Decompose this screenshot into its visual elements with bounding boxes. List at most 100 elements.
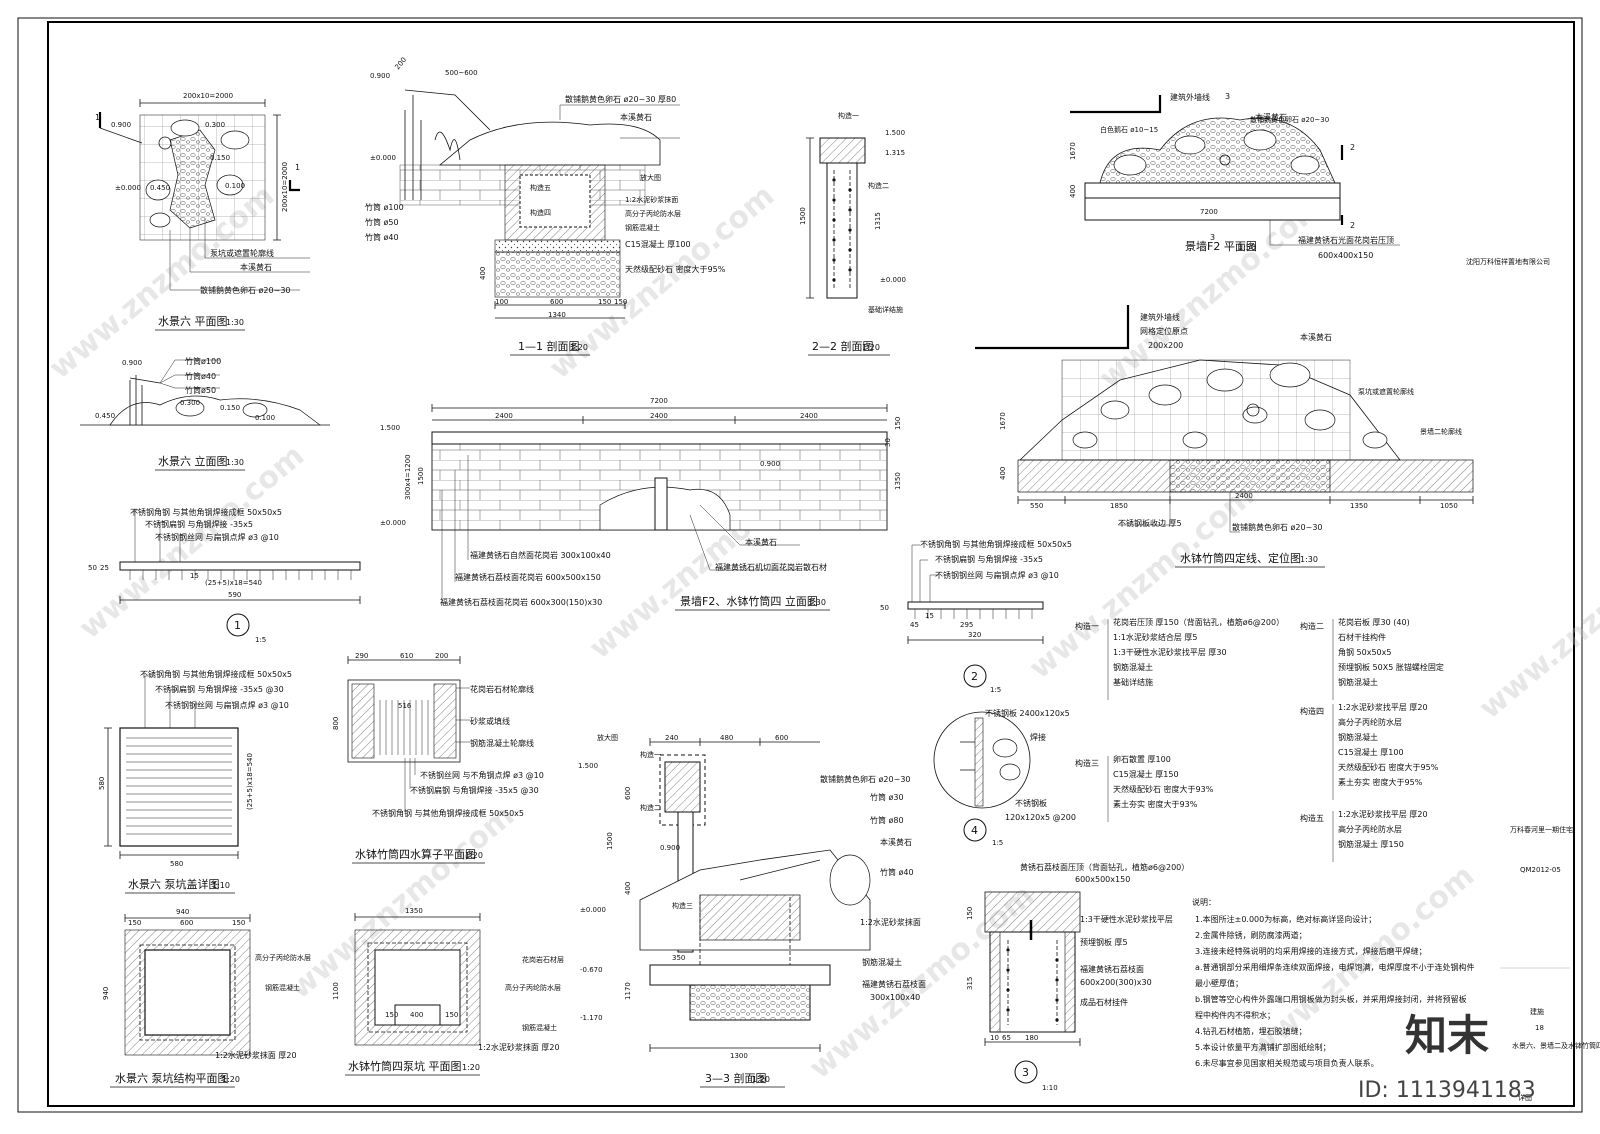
dim-label: 590	[228, 591, 241, 599]
note-line: 3.连接未经特殊说明的均采用焊接的连接方式，焊接后磨平焊缝；	[1195, 946, 1427, 956]
dim-label: 940	[102, 987, 110, 1000]
view-scale: 1:10	[1042, 1084, 1058, 1092]
dim-label: 180	[1025, 1034, 1038, 1042]
level-mark: 0.150	[220, 404, 240, 412]
leader-label: 构造一	[640, 750, 661, 759]
view-scale: 1:5	[992, 839, 1003, 847]
leader-label: 福建黄锈石荔枝面	[862, 979, 926, 989]
leader-label: 竹筒 ø40	[365, 232, 399, 242]
level-mark: 0.100	[255, 414, 275, 422]
dim-label: 1100	[332, 982, 340, 1000]
dim-label: 610	[400, 652, 413, 660]
note-line: 程中构件内不得积水；	[1195, 1010, 1275, 1020]
company-name: 沈阳万科恒祥置地有限公司	[1466, 257, 1550, 266]
dim-label: 1350	[894, 472, 902, 490]
note-line: 4.钻孔石材植筋，埋石胶填缝；	[1195, 1026, 1307, 1036]
note-line: a.普通钢部分采用细焊条连续双面焊接，电焊饱满，电焊厚度不小于连处钢构件	[1195, 962, 1474, 972]
dim-label: 600	[180, 919, 193, 927]
level-mark: 1.500	[885, 129, 905, 137]
dim-label: 2400	[495, 412, 513, 420]
construction-item: 1:1水泥砂浆结合层 厚5	[1113, 632, 1198, 642]
leader-label: 竹筒 ø100	[365, 202, 404, 212]
leader-label: 泵坑或遮置轮廓线	[210, 248, 274, 258]
leader-label: 放大图	[597, 733, 618, 742]
dim-label: 1300	[730, 1052, 748, 1060]
note-line: 2.金属件除锈，刷防腐漆两道；	[1195, 930, 1307, 940]
svg-text:3: 3	[1225, 92, 1230, 101]
dim-label: 400	[1069, 185, 1077, 198]
dim-label: 350	[672, 954, 685, 962]
leader-label: 花岗岩石材轮廓线	[470, 684, 534, 694]
dim-label: 15	[190, 572, 199, 580]
leader-label: 不锈钢板 2400x120x5	[985, 708, 1070, 718]
leader-label: 本溪黄石	[745, 537, 777, 547]
construction-name: 构造五	[1300, 813, 1324, 823]
view-scale: 1:30	[1300, 555, 1318, 564]
view-scale: 1:20	[222, 1075, 240, 1084]
level-mark: 0.900	[660, 844, 680, 852]
view-scale: 1:30	[226, 318, 244, 327]
view-title: 水景六 泵坑盖详图	[128, 877, 220, 891]
dim-label: 200x10=2000	[183, 92, 233, 100]
view-title: 景墙F2、水钵竹筒四 立面图	[680, 594, 818, 608]
leader-label: 600x200(300)x30	[1080, 978, 1152, 987]
construction-item: 花岗岩板 厚30 (40)	[1338, 617, 1410, 627]
leader-label: 不锈钢板收边 厚5	[1118, 518, 1182, 528]
view-title: 水景六 泵坑结构平面图	[115, 1071, 229, 1085]
leader-label: 本溪黄石	[240, 262, 272, 272]
leader-label: 竹筒 ø30	[870, 792, 904, 802]
dim-label: 290	[355, 652, 368, 660]
leader-label: 福建黄锈石机切面花岗岩散石材	[715, 562, 827, 572]
construction-name: 构造三	[1075, 758, 1099, 768]
sheet-label: 建施	[1530, 1007, 1544, 1016]
view-scale: 1:30	[226, 458, 244, 467]
leader-label: 竹筒ø50	[185, 385, 216, 395]
detail-number: 3	[1022, 1066, 1029, 1079]
leader-label: 不锈钢扁钢 与角钢焊接 -35x5 @30	[155, 684, 284, 694]
dim-label: 400	[624, 882, 632, 895]
dim-label: 200	[435, 652, 448, 660]
watermark-text: www.znzmo.com	[1473, 518, 1600, 726]
view-title: 水景六 平面图	[158, 315, 228, 328]
leader-label: 不锈钢钢丝网 与扁钢点焊 ø3 @10	[165, 700, 289, 710]
dim-label: 1500	[799, 207, 807, 225]
dim-label: 240	[665, 734, 678, 742]
view-detail2: 不锈钢角钢 与其他角钢焊接成框 50x50x5 不锈钢扁钢 与角钢焊接 -35x…	[880, 539, 1072, 694]
leader-label: 竹筒 ø50	[365, 217, 399, 227]
dim-label: 10	[990, 1034, 999, 1042]
dim-label: 1315	[874, 212, 882, 230]
construction-item: 1:3干硬性水泥砂浆找平层 厚30	[1113, 647, 1227, 657]
leader-label: 福建黄锈石荔枝面花岗岩 600x300(150)x30	[440, 597, 602, 607]
notes-heading: 说明：	[1192, 897, 1216, 907]
view-plan6: 200x10=2000 200x10=2000 1 1 0.900 ±0.000…	[95, 92, 310, 331]
dim-label: 2400	[1235, 492, 1253, 500]
level-mark: 0.900	[111, 121, 131, 129]
construction-item: 预埋钢板 50X5 胀锚螺栓固定	[1338, 662, 1444, 672]
dim-label: 300x4=1200	[404, 454, 412, 500]
construction-name: 构造二	[1300, 621, 1324, 631]
leader-label: 高分子丙纶防水层	[625, 209, 681, 218]
view-detail1: 不锈钢角钢 与其他角钢焊接成框 50x50x5 不锈钢扁钢 与角钢焊接 -35x…	[88, 507, 361, 644]
view-detail4: 不锈钢板 2400x120x5 焊接 不锈钢板 120x120x5 @200 4…	[933, 708, 1076, 847]
dim-label: 1170	[624, 982, 632, 1000]
detail-number: 4	[971, 824, 978, 837]
leader-label: 构造二	[868, 181, 889, 190]
view-title: 水钵竹筒四泵坑 平面图	[348, 1059, 462, 1073]
leader-label: 构造三	[672, 901, 693, 910]
leader-label: 不锈钢扁钢 与角钢焊接 -35x5	[145, 519, 253, 529]
construction-item: 钢筋混凝土	[1338, 677, 1378, 687]
dim-label: 600	[624, 787, 632, 800]
view-pit6: 940 150 600 150 940 高分子丙纶防水层 钢筋混凝土 1:2水泥…	[102, 908, 311, 1088]
construction-item: 素土夯实 密度大于93%	[1113, 799, 1198, 809]
view-grate: 290 610 200 800 516 花岗岩石材轮廓线 砂浆或填线 钢筋混凝土…	[332, 652, 544, 864]
dim-label: 15	[925, 612, 934, 620]
leader-label: 砂浆或填线	[470, 716, 510, 726]
leader-label: 散铺鹅黄色卵石 ø20~30	[1232, 522, 1323, 532]
leader-label: 构造一	[838, 111, 859, 120]
dim-label: 45	[910, 621, 919, 629]
level-mark: 0.300	[205, 121, 225, 129]
level-mark: 0.300	[180, 399, 200, 407]
construction-item: 高分子丙纶防水层	[1338, 717, 1402, 727]
